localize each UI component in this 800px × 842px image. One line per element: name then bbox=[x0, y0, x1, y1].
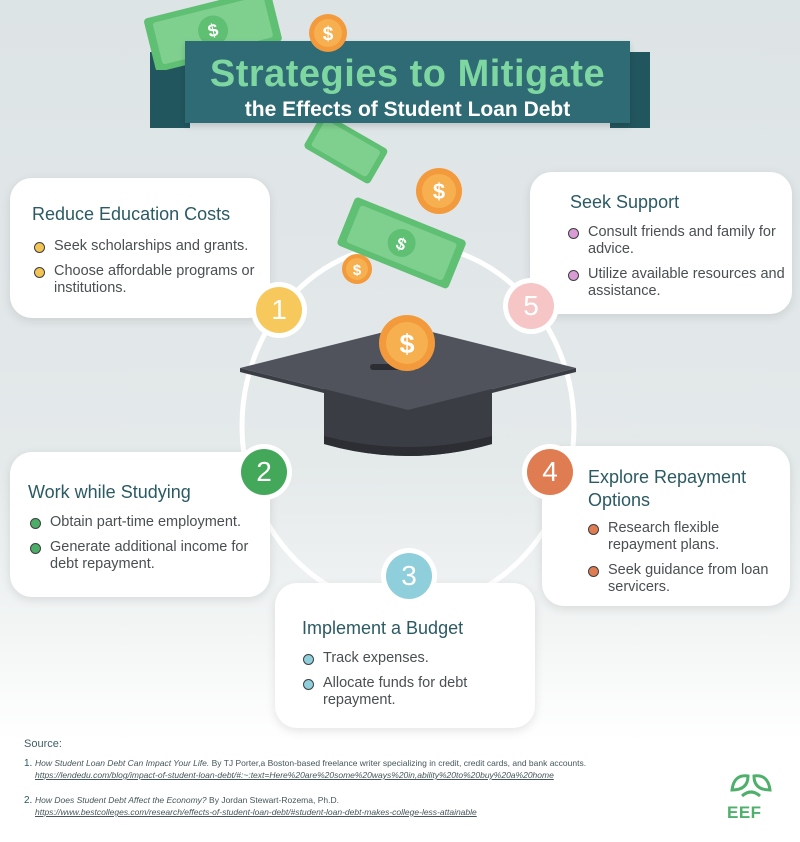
step-title: Reduce Education Costs bbox=[32, 204, 231, 224]
svg-text:$: $ bbox=[206, 20, 221, 42]
list-item: Utilize available resources and assistan… bbox=[568, 266, 790, 300]
step-title: Work while Studying bbox=[28, 482, 191, 502]
source-item-2: 2. How Does Student Debt Affect the Econ… bbox=[24, 795, 724, 817]
step-title: Implement a Budget bbox=[302, 618, 464, 638]
step-title: Seek Support bbox=[570, 192, 680, 212]
dollar-coin-icon: $ bbox=[309, 14, 347, 52]
step-card-2: Work while Studying Obtain part-time emp… bbox=[10, 452, 270, 597]
list-item: Track expenses. bbox=[303, 650, 525, 667]
step-card-3: Implement a Budget Track expenses. Alloc… bbox=[275, 583, 535, 728]
dollar-coin-icon: $ bbox=[342, 254, 372, 284]
svg-text:$: $ bbox=[353, 262, 362, 279]
dollar-bill-icon bbox=[304, 113, 388, 184]
list-item: Research flexible repayment plans. bbox=[588, 520, 778, 554]
title-banner: Strategies to Mitigate the Effects of St… bbox=[185, 41, 630, 123]
source-number: 1. bbox=[24, 758, 33, 769]
svg-text:$: $ bbox=[399, 329, 414, 359]
svg-text:$: $ bbox=[323, 24, 334, 45]
svg-text:$: $ bbox=[433, 179, 445, 204]
step-number-3: 3 bbox=[386, 553, 432, 599]
list-item: Consult friends and family for advice. bbox=[568, 224, 790, 258]
step-card-5: Seek Support Consult friends and family … bbox=[530, 172, 792, 314]
list-item: Generate additional income for debt repa… bbox=[30, 539, 266, 573]
list-item: Allocate funds for debt repayment. bbox=[303, 675, 525, 709]
dollar-coin-icon: $ bbox=[416, 168, 462, 214]
step-number-5: 5 bbox=[508, 283, 554, 329]
page-subtitle: the Effects of Student Loan Debt bbox=[244, 98, 571, 121]
dollar-coin-icon: $ bbox=[379, 315, 435, 371]
list-item: Choose affordable programs or institutio… bbox=[34, 263, 266, 297]
source-title: How Does Student Debt Affect the Economy… bbox=[35, 795, 207, 805]
dollar-bill-icon: $ bbox=[337, 197, 466, 289]
list-item: Seek guidance from loan servicers. bbox=[588, 562, 778, 596]
step-number-4: 4 bbox=[527, 449, 573, 495]
eef-leaf-icon bbox=[730, 774, 772, 798]
dollar-bill-icon: $ bbox=[144, 0, 282, 70]
step-number-2: 2 bbox=[241, 449, 287, 495]
step-number-1: 1 bbox=[256, 287, 302, 333]
source-author: By TJ Porter,a Boston-based freelance wr… bbox=[211, 758, 587, 768]
list-item: Seek scholarships and grants. bbox=[34, 238, 266, 255]
source-item-1: 1. How Student Loan Debt Can Impact Your… bbox=[24, 758, 724, 780]
step-card-4: Explore Repayment Options Research flexi… bbox=[542, 446, 790, 606]
step-title: Explore Repayment Options bbox=[588, 467, 747, 510]
logo-text: EEF bbox=[727, 803, 762, 822]
list-item: Obtain part-time employment. bbox=[30, 514, 266, 531]
page-title: Strategies to Mitigate bbox=[209, 53, 606, 95]
source-title: How Student Loan Debt Can Impact Your Li… bbox=[35, 758, 210, 768]
source-author: By Jordan Stewart-Rozema, Ph.D. bbox=[209, 795, 339, 805]
source-link[interactable]: https://www.bestcolleges.com/research/ef… bbox=[35, 807, 477, 817]
source-number: 2. bbox=[24, 795, 33, 806]
step-card-1: Reduce Education Costs Seek scholarships… bbox=[10, 178, 270, 318]
sources-heading: Source: bbox=[24, 738, 62, 750]
source-link[interactable]: https://lendedu.com/blog/impact-of-stude… bbox=[35, 770, 554, 780]
